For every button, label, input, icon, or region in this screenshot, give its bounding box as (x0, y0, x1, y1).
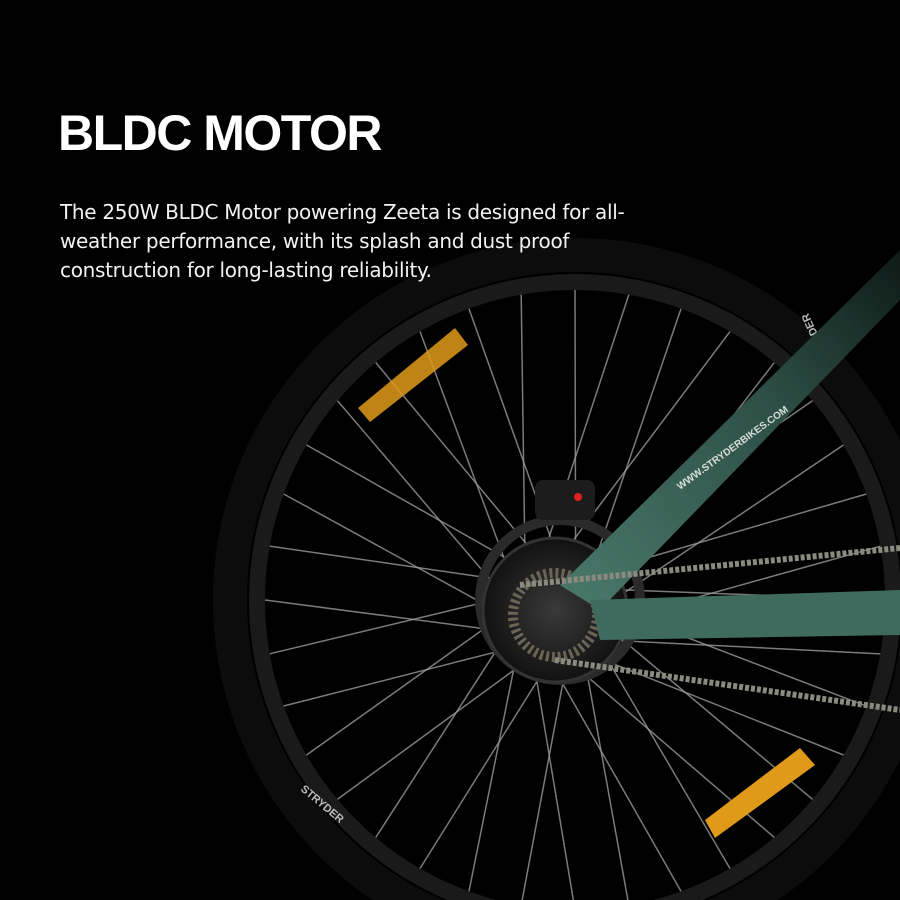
brake-caliper (535, 480, 595, 520)
spoke (600, 648, 731, 869)
spoke (375, 639, 504, 838)
spoke (592, 308, 682, 565)
spoke (336, 400, 500, 591)
reflector-bottom (705, 748, 815, 838)
tire (213, 238, 900, 900)
spoke (269, 598, 497, 655)
spoke (337, 661, 526, 800)
reflector-top (358, 328, 468, 422)
description-text: The 250W BLDC Motor powering Zeeta is de… (60, 200, 625, 282)
spoke (264, 599, 499, 632)
spoke (593, 655, 844, 756)
spoke (533, 666, 575, 900)
spoke (283, 493, 496, 611)
spoke (520, 294, 526, 559)
spoke (306, 619, 497, 756)
seat-stay (560, 250, 900, 610)
spoke (584, 661, 629, 900)
chain (519, 545, 900, 713)
spoke (468, 655, 518, 892)
spoke (419, 331, 510, 572)
spoke (419, 668, 546, 869)
spoke (269, 545, 504, 581)
chain-stay (590, 590, 900, 640)
spoke (521, 668, 567, 900)
spoke (283, 647, 510, 707)
spoke (554, 669, 682, 892)
spoke (606, 639, 881, 655)
spokes (264, 289, 886, 900)
caliper-indicator (574, 493, 582, 501)
spoke (306, 444, 517, 565)
page-title: BLDC MOTOR (58, 105, 382, 161)
